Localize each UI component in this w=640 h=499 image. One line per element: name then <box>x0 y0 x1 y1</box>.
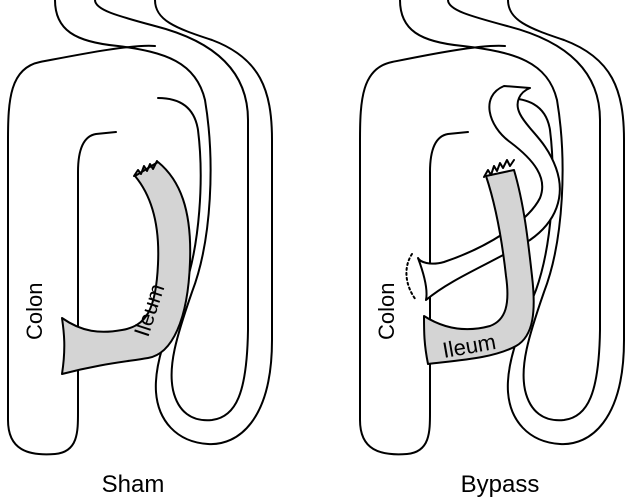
bypass-ileum <box>423 169 535 365</box>
sham-colon <box>7 44 156 456</box>
bypass-panel: Colon Ileum Bypass <box>359 0 625 498</box>
bypass-colon-label: Colon <box>374 283 399 340</box>
sham-cut-end <box>133 160 158 177</box>
bypass-colon <box>359 44 506 456</box>
sham-panel: Colon Ileum Sham <box>7 0 273 498</box>
sham-small-intestine-loop <box>54 0 273 446</box>
sham-ileum <box>61 161 192 375</box>
bypass-crossing-loop <box>417 85 561 301</box>
bypass-stitch-marks <box>405 253 417 301</box>
bypass-caption: Bypass <box>461 471 540 498</box>
bypass-cut-end <box>483 159 515 178</box>
sham-colon-label: Colon <box>22 283 47 340</box>
sham-caption: Sham <box>102 471 165 498</box>
